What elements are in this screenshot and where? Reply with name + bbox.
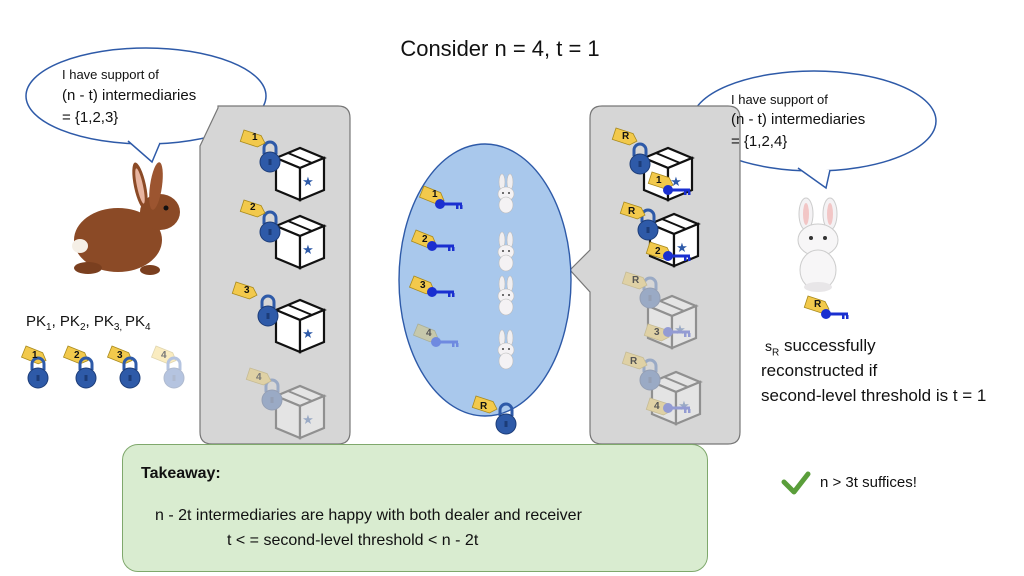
receiver-key-tag-label: R xyxy=(814,299,822,310)
dealer-tag-label-2: 2 xyxy=(250,202,256,213)
dealer-tag-label-3: 3 xyxy=(244,285,250,296)
receiver-lock-tag-label-1: R xyxy=(622,131,630,142)
receiver-lock-tag-label-2: R xyxy=(628,206,636,217)
receiver-bubble-line-3: = {1,2,4} xyxy=(731,133,788,150)
slide-title: Consider n = 4, t = 1 xyxy=(400,36,600,61)
result-line-1: sR successfully xyxy=(765,336,876,359)
dealer-speech-bubble xyxy=(25,47,267,164)
receiver-key-tag-label-3: 3 xyxy=(654,327,660,338)
public-keys-label: PK1, PK2, PK3, PK4 xyxy=(26,313,151,333)
takeaway-box: Takeaway: n - 2t intermediaries are happ… xyxy=(122,444,708,572)
middle-key-tag-label-3: 3 xyxy=(420,280,426,291)
receiver-key-tag-label-2: 2 xyxy=(655,246,661,257)
dealer-tag-label-4: 4 xyxy=(256,372,262,383)
middle-key-tag-label-1: 1 xyxy=(432,189,438,200)
middle-lock-tag-label: R xyxy=(480,401,488,412)
result-line-3: second-level threshold is t = 1 xyxy=(761,386,987,405)
receiver-key-tag-label-4: 4 xyxy=(654,401,660,412)
dealer-tag-label-1: 1 xyxy=(252,132,258,143)
middle-key-tag-label-2: 2 xyxy=(422,234,428,245)
receiver-speech-bubble xyxy=(691,70,937,190)
pk-tag-label-2: 2 xyxy=(74,350,80,361)
receiver-bubble-line-2: (n - t) intermediaries xyxy=(731,111,866,128)
pk-tag-label-3: 3 xyxy=(117,350,123,361)
dealer-rabbit-icon xyxy=(72,162,180,275)
receiver-panel xyxy=(569,105,741,445)
receiver-key-icon xyxy=(803,295,849,319)
receiver-bubble-line-1: I have support of xyxy=(731,92,828,107)
pk-tag-label-4: 4 xyxy=(161,350,167,361)
receiver-key-tag-label-1: 1 xyxy=(656,175,662,186)
dealer-bubble-line-3: = {1,2,3} xyxy=(62,109,119,126)
dealer-bubble-line-1: I have support of xyxy=(62,67,159,82)
dealer-bubble-line-2: (n - t) intermediaries xyxy=(62,87,197,104)
pk-tag-label-1: 1 xyxy=(32,350,38,361)
pk-lock-4 xyxy=(151,345,186,390)
result-line-2: reconstructed if xyxy=(761,361,878,380)
check-icon xyxy=(781,471,811,495)
intermediaries-ellipse xyxy=(398,143,572,417)
takeaway-heading: Takeaway: xyxy=(141,465,221,482)
receiver-lock-tag-label-4: R xyxy=(630,356,638,367)
takeaway-line-1: n - 2t intermediaries are happy with bot… xyxy=(155,507,582,524)
receiver-lock-tag-label-3: R xyxy=(632,275,640,286)
takeaway-line-2: t < = second-level threshold < n - 2t xyxy=(227,532,479,549)
pk-lock-3 xyxy=(107,345,142,390)
receiver-rabbit-icon xyxy=(797,197,839,292)
suffices-text: n > 3t suffices! xyxy=(820,474,917,491)
middle-key-tag-label-4: 4 xyxy=(426,328,432,339)
pk-lock-2 xyxy=(63,345,98,390)
